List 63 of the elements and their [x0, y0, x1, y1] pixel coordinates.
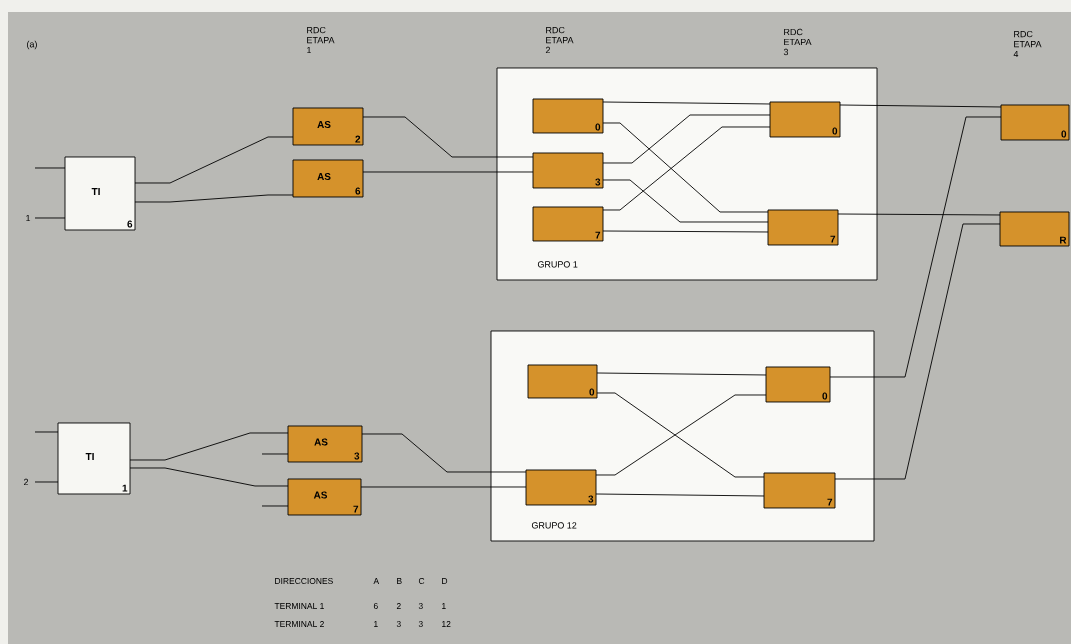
switch-box: 0 — [765, 366, 831, 403]
edge-label: 1 — [24, 213, 32, 223]
terminal-box: TI 6 — [64, 156, 136, 231]
switch-box: 0 — [1000, 104, 1070, 141]
switch-box: AS 7 — [287, 478, 362, 516]
table-cell: 1 — [442, 603, 446, 609]
table-cell: DIRECCIONES — [275, 578, 333, 584]
connector-line — [834, 223, 1001, 480]
caption-label: (a) — [27, 40, 37, 50]
connector-line — [34, 431, 59, 433]
connector-line — [34, 217, 66, 219]
connector-line — [602, 179, 769, 223]
stage-heading: RDC ETAPA 4 — [1013, 30, 1042, 58]
stage-heading: RDC ETAPA 1 — [307, 26, 335, 54]
table-cell: B — [397, 578, 402, 584]
table-cell: 3 — [418, 603, 423, 609]
connector-line — [34, 167, 66, 169]
switch-box: 0 — [769, 101, 841, 138]
table-cell: TERMINAL 2 — [274, 621, 324, 627]
connector-line — [261, 453, 289, 455]
connector-line — [362, 171, 534, 173]
connector-line — [602, 230, 769, 233]
connector-line — [837, 213, 1001, 216]
switch-box: 7 — [763, 472, 836, 509]
switch-box: 7 — [532, 206, 604, 242]
table-cell: 1 — [374, 621, 378, 627]
table-cell: C — [418, 578, 425, 584]
connector-line — [602, 114, 771, 164]
switch-box: AS 3 — [287, 425, 363, 463]
connector-line — [261, 505, 289, 507]
connector-line — [595, 493, 765, 497]
connector-line — [134, 194, 294, 203]
table-cell: TERMINAL 1 — [274, 603, 324, 609]
switch-box: 0 — [527, 364, 598, 399]
table-cell: 6 — [373, 603, 378, 609]
table-cell: 12 — [442, 621, 451, 627]
switch-box: 0 — [532, 98, 604, 134]
connector-line — [839, 104, 1002, 108]
switch-box: R — [999, 211, 1070, 247]
switch-box: AS 6 — [292, 159, 364, 198]
connector-line — [829, 116, 1002, 378]
table-cell: 3 — [396, 621, 401, 627]
connector-line — [129, 432, 289, 461]
table-cell: 3 — [418, 621, 423, 627]
table-cell: 2 — [396, 603, 401, 609]
switch-box: 3 — [525, 469, 597, 506]
terminal-box: TI 1 — [57, 422, 131, 495]
connector-line — [34, 481, 59, 483]
connector-line — [134, 136, 294, 184]
switch-box: 7 — [767, 209, 839, 246]
connector-line — [602, 101, 771, 105]
table-cell: D — [442, 578, 448, 584]
connector-line — [362, 116, 534, 158]
connector-line — [360, 486, 527, 488]
stage-heading: RDC ETAPA 3 — [783, 28, 812, 56]
connector-line — [129, 467, 289, 487]
switch-box: AS 2 — [292, 107, 364, 146]
connector-line — [361, 433, 527, 473]
switch-box: 3 — [532, 152, 604, 189]
table-cell: A — [373, 578, 380, 584]
stage-heading: RDC ETAPA 2 — [545, 26, 574, 54]
edge-label: 2 — [22, 477, 30, 487]
connector-line — [596, 372, 767, 376]
